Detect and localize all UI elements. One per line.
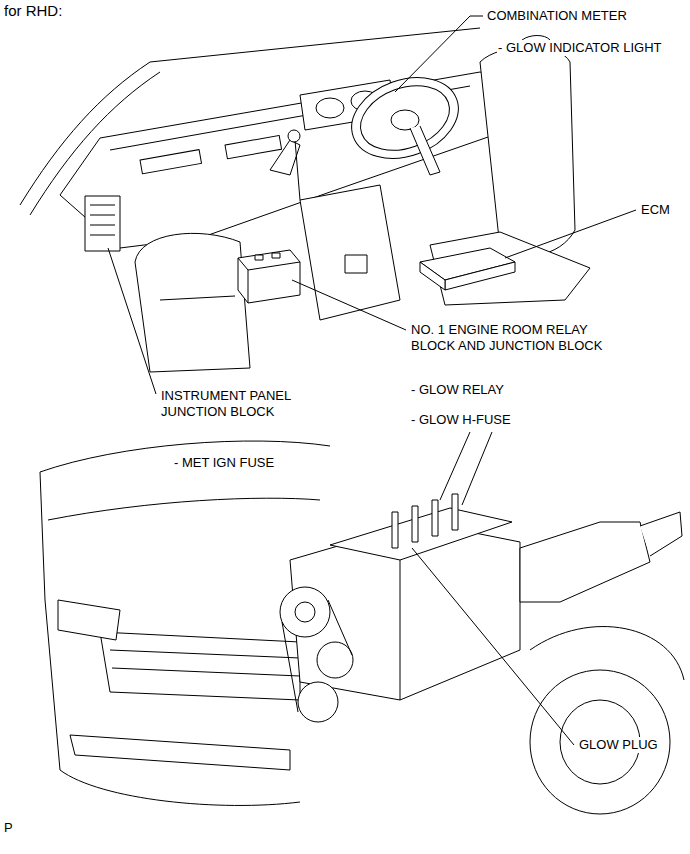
leader-line [108, 248, 156, 394]
leader-line [505, 210, 636, 258]
part-label: GLOW PLUG [578, 737, 659, 753]
part-label: - MET IGN FUSE [173, 455, 275, 471]
part-label: COMBINATION METER [486, 8, 628, 24]
part-label: NO. 1 ENGINE ROOM RELAY BLOCK AND JUNCTI… [410, 322, 627, 354]
leader-line [412, 548, 574, 745]
leader-line [292, 280, 406, 330]
part-label: ECM [640, 202, 671, 218]
leader-line [395, 16, 483, 92]
part-label: - GLOW INDICATOR LIGHT [497, 40, 662, 56]
part-label: - GLOW H-FUSE [410, 412, 512, 428]
heading: for RHD: [4, 2, 62, 20]
part-label: - GLOW RELAY [410, 382, 505, 398]
part-label: INSTRUMENT PANEL JUNCTION BLOCK [160, 388, 297, 420]
figure-code: P [3, 820, 14, 836]
